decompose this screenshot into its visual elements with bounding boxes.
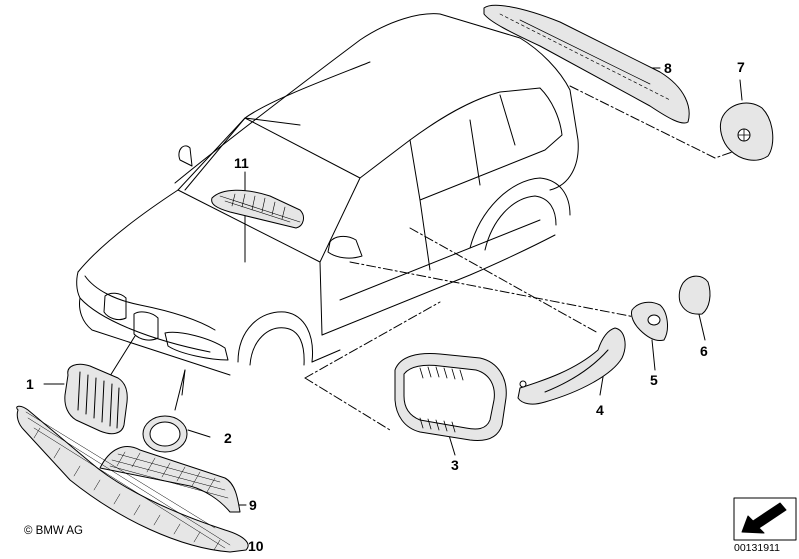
bumper-mesh-part xyxy=(16,405,249,553)
fuel-flap-part xyxy=(719,102,774,161)
vehicle-outline xyxy=(76,13,579,396)
callout-8: 8 xyxy=(664,60,672,76)
spoiler-strip-part xyxy=(483,4,690,124)
trim-ring-part xyxy=(142,415,188,453)
callout-3: 3 xyxy=(451,457,459,473)
kidney-grille-part xyxy=(64,363,128,435)
grille-insert-part xyxy=(99,446,241,513)
handle-cap-part xyxy=(631,301,668,341)
callout-10: 10 xyxy=(248,538,264,554)
handle-cover-part xyxy=(678,275,711,315)
callout-1: 1 xyxy=(26,376,34,392)
door-handle-part xyxy=(517,327,626,405)
callout-6: 6 xyxy=(700,343,708,359)
callout-7: 7 xyxy=(737,59,745,75)
trim-frame-part xyxy=(394,353,507,441)
reference-arrow-icon xyxy=(733,497,797,541)
callout-4: 4 xyxy=(596,402,604,418)
callout-9: 9 xyxy=(249,497,257,513)
callout-5: 5 xyxy=(650,372,658,388)
hood-vent-part xyxy=(211,189,304,229)
copyright-text: © BMW AG xyxy=(24,525,83,537)
callout-2: 2 xyxy=(224,430,232,446)
callout-11: 11 xyxy=(234,155,249,171)
reference-code: 00131911 xyxy=(734,542,780,554)
